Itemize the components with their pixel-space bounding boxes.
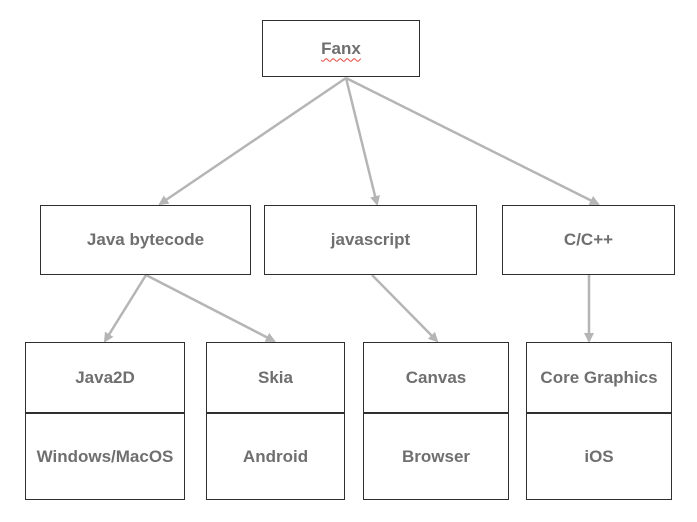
backend-label: Core Graphics — [540, 367, 658, 387]
backend-node-java2d: Java2D — [25, 342, 185, 413]
platform-label: Android — [242, 446, 309, 466]
platform-node-android: Android — [206, 413, 345, 500]
arrow-javascript-to-canvas — [371, 274, 439, 343]
root-label: Fanx — [321, 38, 361, 58]
platform-node-windows-macos: Windows/MacOS — [25, 413, 185, 500]
backend-node-skia: Skia — [206, 342, 345, 413]
arrow-root-to-cpp — [345, 76, 600, 206]
backend-node-core-graphics: Core Graphics — [526, 342, 672, 413]
arrow-java-to-java2d — [103, 274, 148, 343]
platform-label: Windows/MacOS — [36, 446, 174, 466]
target-label: Java bytecode — [86, 230, 205, 249]
target-node-javascript: javascript — [264, 205, 477, 275]
arrow-java-to-skia — [145, 273, 276, 343]
backend-label: Canvas — [405, 367, 467, 387]
platform-node-browser: Browser — [363, 413, 509, 500]
target-node-cpp: C/C++ — [502, 205, 675, 275]
platform-label: Browser — [401, 446, 471, 466]
backend-label: Java2D — [75, 367, 135, 387]
arrow-root-to-java — [158, 76, 347, 206]
arrow-root-to-javascript — [344, 77, 380, 206]
target-label: javascript — [330, 230, 411, 249]
root-node: Fanx — [262, 20, 420, 77]
target-node-java-bytecode: Java bytecode — [40, 205, 251, 275]
platform-label: iOS — [584, 446, 614, 466]
target-label: C/C++ — [563, 230, 614, 249]
backend-node-canvas: Canvas — [363, 342, 509, 413]
platform-node-ios: iOS — [526, 413, 672, 500]
backend-label: Skia — [258, 367, 293, 387]
